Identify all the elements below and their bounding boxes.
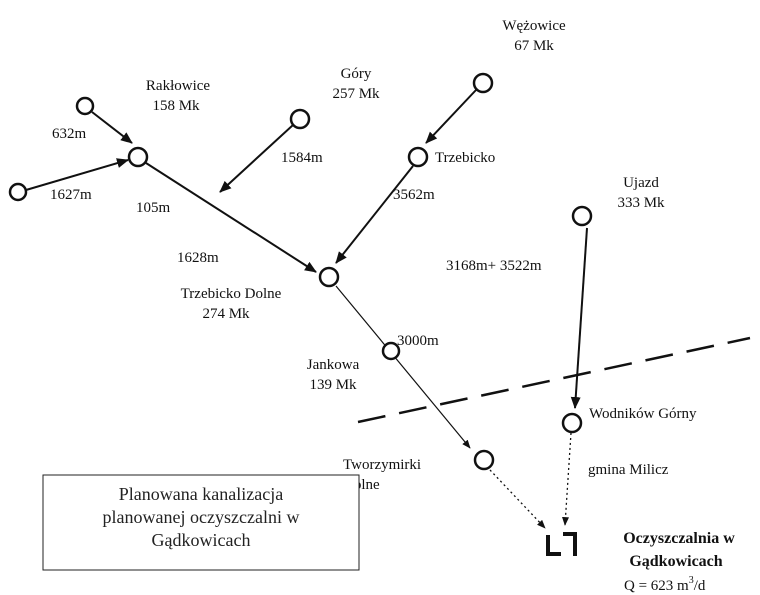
pipe-wodnikow-to-plant — [562, 432, 572, 526]
label-ujazd-name: Ujazd — [623, 175, 659, 191]
node-gory — [289, 108, 311, 130]
node-raklowice — [127, 146, 149, 168]
node-1627 — [8, 182, 28, 202]
distance-1584: 1584m — [281, 150, 323, 166]
label-trzebicko: Trzebicko — [435, 150, 495, 166]
label-trzebicko-dolne-pop: 274 Mk — [202, 306, 250, 322]
plant-title-line1: Oczyszczalnia w — [623, 530, 735, 547]
distance-105: 105m — [136, 200, 171, 216]
label-trzebicko-dolne-name: Trzebicko Dolne — [181, 286, 282, 302]
label-jankowa-name: Jankowa — [307, 357, 360, 373]
note-line2: planowanej oczyszczalni w — [103, 507, 300, 527]
label-wezowice-pop: 67 Mk — [514, 38, 554, 54]
node-trzebicko-dolne — [318, 266, 340, 288]
label-gmina-milicz: gmina Milicz — [588, 462, 669, 478]
label-gory-name: Góry — [341, 66, 372, 82]
treatment-plant-icon — [546, 532, 577, 556]
note-box — [42, 474, 360, 571]
nodes — [8, 72, 593, 471]
label-jankowa-pop: 139 Mk — [309, 377, 357, 393]
node-ujazd — [571, 205, 593, 227]
distance-632: 632m — [52, 126, 87, 142]
plant-flow: Q = 623 m3/d — [624, 575, 706, 594]
pipe-tworzymirki-to-plant — [489, 469, 546, 529]
pipe-wezowice-to-trzebicko — [425, 89, 477, 144]
node-tworzymirki — [473, 449, 495, 471]
municipal-boundary-line — [357, 336, 751, 424]
pipelines — [25, 89, 588, 529]
pipe-trzebicko-to-trzebicko-dolne — [335, 165, 414, 264]
node-wezowice — [472, 72, 494, 94]
pipe-trzebicko-dolne-to-tworzymirki — [335, 285, 471, 449]
node-trzebicko — [407, 146, 429, 168]
node-wodnikow — [561, 412, 583, 434]
distance-3168-3522: 3168m+ 3522m — [446, 258, 542, 274]
note-line3: Gądkowicach — [152, 530, 251, 550]
plant-title-line2: Gądkowicach — [629, 553, 722, 570]
pipe-ujazd-to-wodnikow — [570, 227, 588, 409]
label-wodnikow: Wodników Górny — [589, 406, 697, 422]
label-gory-pop: 257 Mk — [332, 86, 380, 102]
label-raklowice-pop: 158 Mk — [152, 98, 200, 114]
label-wezowice-name: Wężowice — [502, 18, 566, 34]
node-jankowa — [381, 341, 401, 361]
node-632 — [75, 96, 95, 116]
label-tworzymirki-line1: Tworzymirki — [343, 457, 421, 473]
pipe-1627-to-raklowice — [25, 158, 129, 191]
label-raklowice-name: Rakłowice — [146, 78, 210, 94]
note-line1: Planowana kanalizacja — [119, 484, 283, 504]
pipe-632-to-raklowice — [91, 111, 133, 144]
distance-1628: 1628m — [177, 250, 219, 266]
pipe-raklowice-to-trzebicko-dolne — [145, 162, 317, 273]
pipe-gory — [219, 124, 294, 193]
distance-3000: 3000m — [397, 333, 439, 349]
distance-3562: 3562m — [393, 187, 435, 203]
label-ujazd-pop: 333 Mk — [617, 195, 665, 211]
distance-1627: 1627m — [50, 187, 92, 203]
